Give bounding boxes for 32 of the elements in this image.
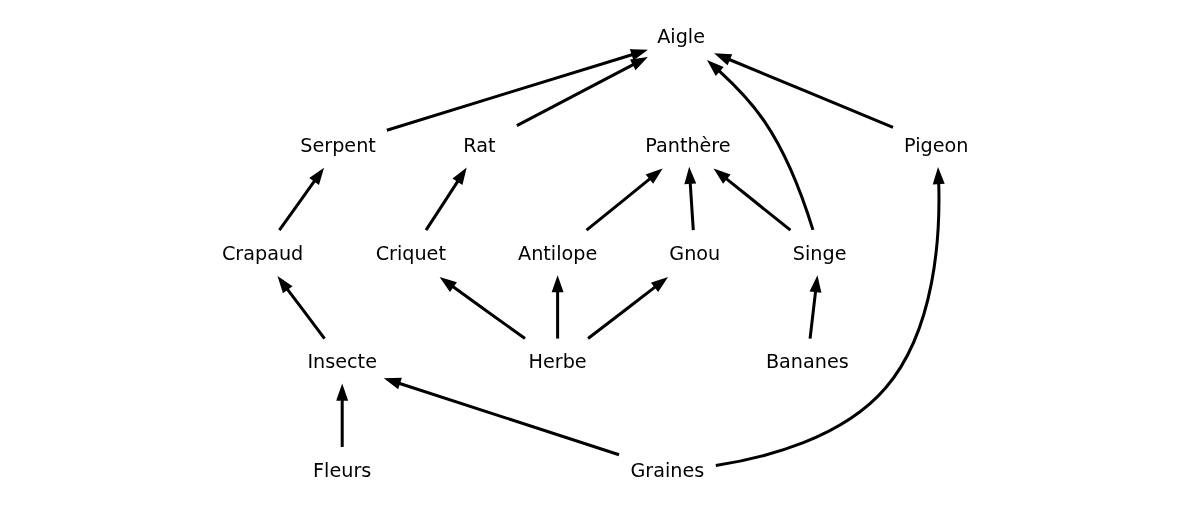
arrow — [424, 167, 467, 231]
arrow — [551, 275, 564, 339]
node-text: Gnou — [668, 242, 720, 266]
arrow — [586, 276, 668, 340]
node-text: Antilope — [517, 242, 597, 266]
arrow — [277, 167, 324, 232]
arrow — [808, 275, 821, 339]
node-text: Insecte — [306, 350, 377, 374]
arrow — [585, 168, 663, 232]
node-text: Criquet — [375, 242, 446, 266]
arrow — [713, 168, 791, 232]
node-text: Crapaud — [221, 242, 303, 266]
node-text: Bananes — [765, 350, 849, 374]
arrow — [383, 377, 619, 457]
node-text: Serpent — [299, 133, 376, 157]
node-text: Graines — [629, 458, 704, 482]
arrow — [277, 276, 326, 340]
node-text: Fleurs — [312, 458, 371, 482]
arrow — [713, 53, 894, 129]
arrow — [706, 60, 814, 231]
node-text: Herbe — [528, 350, 587, 374]
arrow — [439, 277, 526, 340]
arrow — [515, 57, 648, 127]
node-text: Panthère — [644, 133, 731, 157]
arrow — [715, 167, 945, 468]
arrow — [683, 166, 696, 231]
arrow — [385, 49, 648, 132]
arrow — [335, 383, 348, 447]
node-text: Pigeon — [903, 133, 968, 157]
node-text: Singe — [792, 242, 846, 266]
node-text: Rat — [462, 133, 496, 157]
node-text: Aigle — [656, 25, 705, 49]
